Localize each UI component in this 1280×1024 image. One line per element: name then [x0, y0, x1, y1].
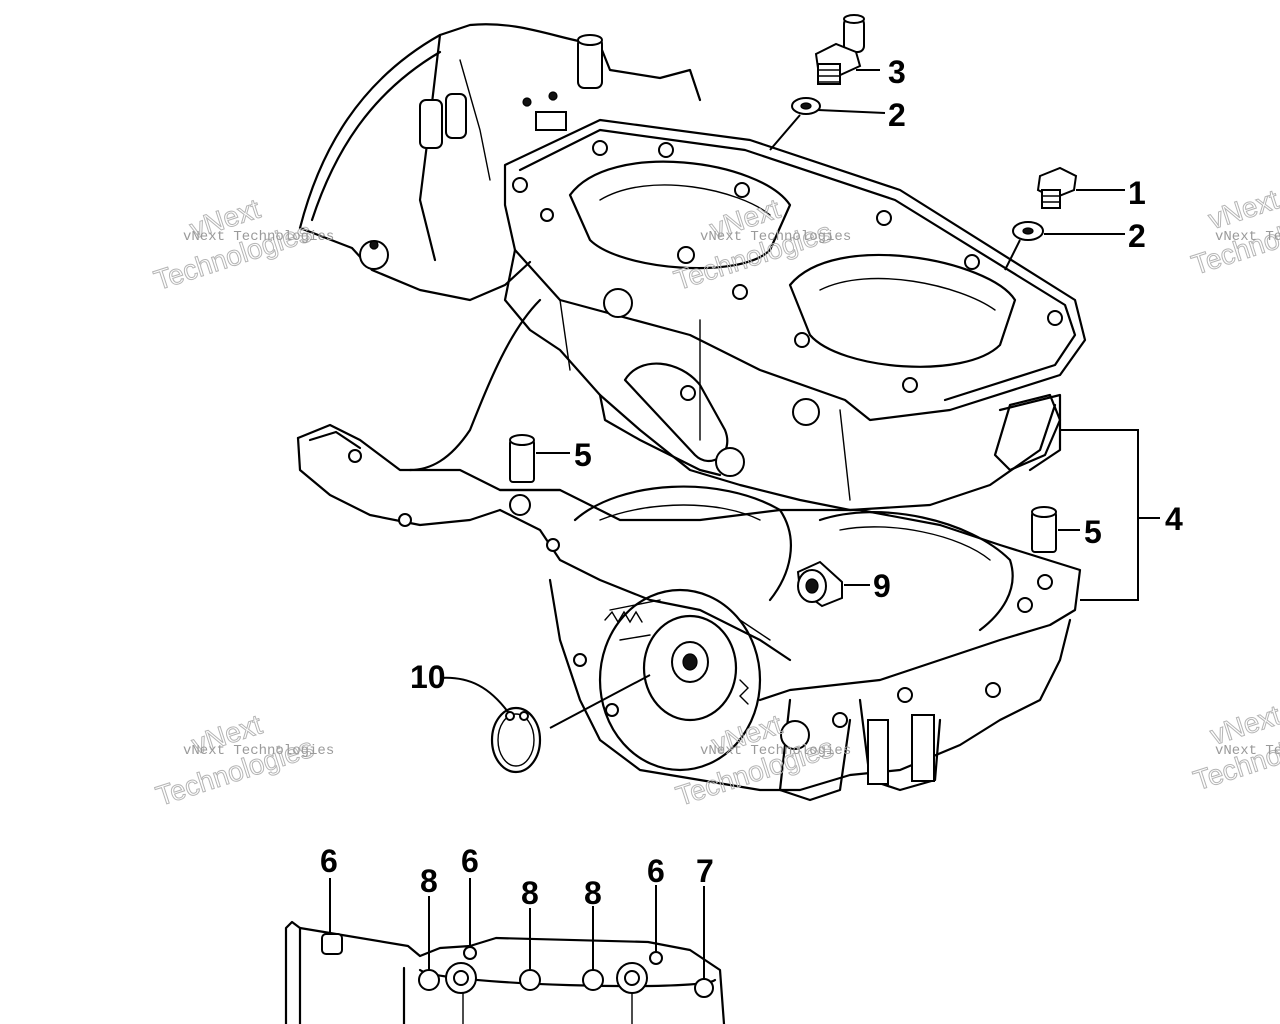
callout-6-mid: 6	[461, 843, 479, 879]
callout-7: 7	[696, 853, 714, 889]
part-3-fitting	[814, 14, 865, 85]
part-5-dowel-right	[1031, 506, 1057, 553]
callout-5-left: 5	[574, 437, 592, 473]
leader-lines	[329, 69, 1160, 980]
svg-text:vNext Technologies: vNext Technologies	[183, 743, 334, 759]
svg-text:vNext Technologies: vNext Technologies	[183, 229, 334, 245]
lower-crankcase	[296, 393, 1082, 802]
svg-text:vNext Technologies: vNext Technologies	[1215, 229, 1280, 245]
callout-6-right: 6	[647, 853, 665, 889]
svg-text:vNext Technologies: vNext Technologies	[1215, 743, 1280, 759]
part-1-plug	[1036, 166, 1078, 209]
callout-8-left: 8	[420, 863, 438, 899]
callout-2-right: 2	[1128, 218, 1146, 254]
callout-8-right: 8	[584, 875, 602, 911]
callout-3: 3	[888, 54, 906, 90]
callout-2-top: 2	[888, 97, 906, 133]
part-10-circlip	[490, 706, 542, 774]
part-5-dowel-left	[509, 434, 535, 483]
callout-labels: 3 2 1 2 5 4 5 9 10 6 8 6 8 8 6 7	[320, 54, 1183, 911]
svg-text:vNext Technologies: vNext Technologies	[700, 743, 851, 759]
callout-5-right: 5	[1084, 514, 1102, 550]
bottom-detail-view	[284, 920, 726, 1024]
callout-6-left: 6	[320, 843, 338, 879]
callout-10: 10	[410, 659, 446, 695]
callout-1: 1	[1128, 175, 1146, 211]
upper-crankcase	[298, 23, 1087, 512]
callout-8-mid: 8	[521, 875, 539, 911]
callout-9: 9	[873, 568, 891, 604]
callout-4: 4	[1165, 501, 1183, 537]
svg-text:vNext Technologies: vNext Technologies	[700, 229, 851, 245]
part-9-bushing	[796, 560, 843, 608]
